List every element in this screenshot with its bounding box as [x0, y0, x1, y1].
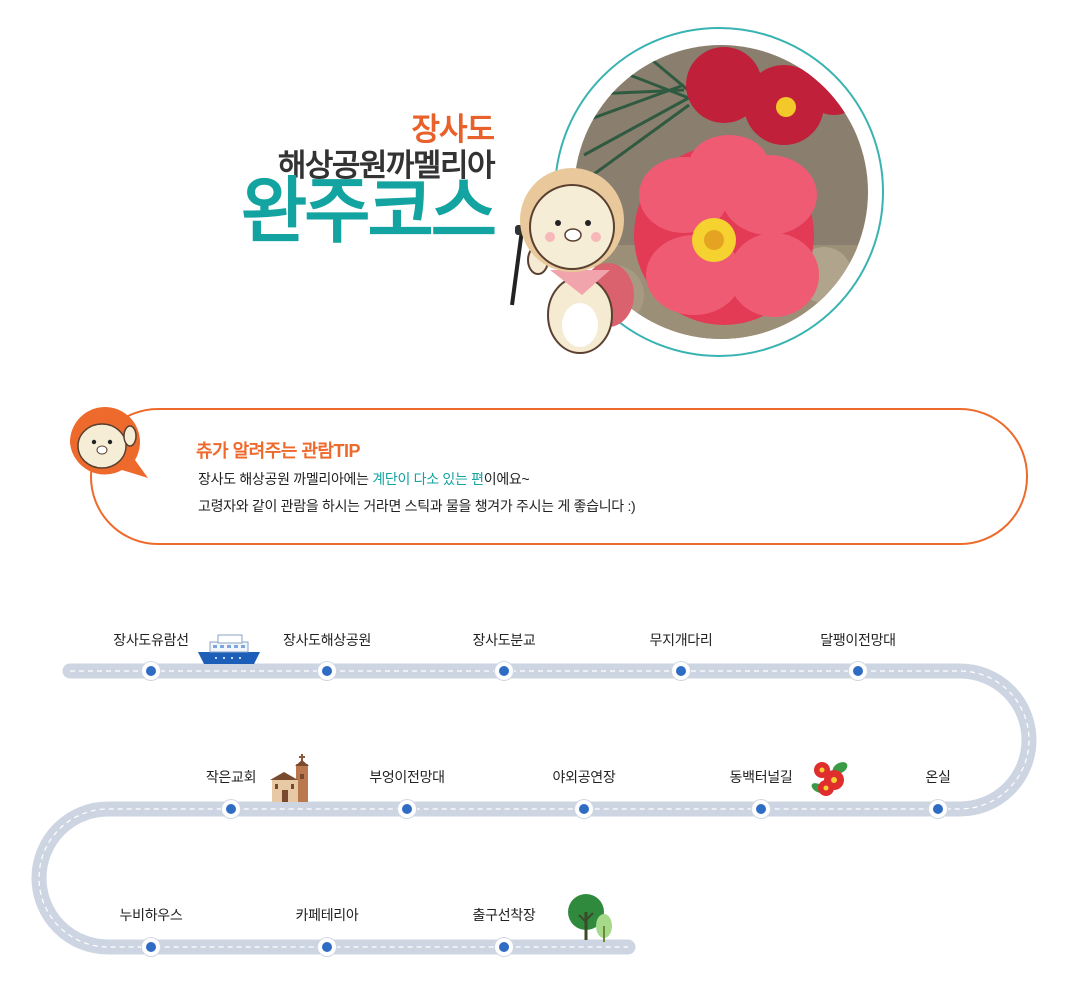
route-stop-dot — [575, 800, 593, 818]
tip-box — [90, 408, 1028, 545]
route-stop-dot — [495, 938, 513, 956]
tree-icon — [566, 892, 614, 944]
tip-text-line2: 고령자와 같이 관람을 하시는 거라면 스틱과 물을 챙겨가 주시는 게 좋습니… — [198, 498, 636, 514]
route-stop-label: 카페테리아 — [295, 907, 359, 923]
tip-title: 츄가 알려주는 관람TIP — [196, 441, 360, 461]
route-stop-label: 장사도분교 — [472, 632, 536, 648]
route-stop-label: 누비하우스 — [119, 907, 183, 923]
route-stop-label: 동백터널길 — [729, 769, 793, 785]
route-stop-dot — [672, 662, 690, 680]
route-stop-dot — [849, 662, 867, 680]
title-location: 장사도 — [411, 112, 495, 147]
route-stop-label: 야외공연장 — [552, 769, 616, 785]
route-stop-label: 출구선착장 — [472, 907, 536, 923]
route-stop-label: 장사도해상공원 — [282, 632, 372, 648]
mascot-avatar-icon — [60, 398, 150, 488]
route-stop-label: 온실 — [925, 769, 951, 785]
church-icon — [268, 754, 312, 802]
route-stop-label: 부엉이전망대 — [369, 769, 445, 785]
boat-icon — [196, 632, 262, 666]
tip-highlight: 계단이 다소 있는 편 — [372, 471, 484, 487]
route-stop-label: 장사도유람선 — [113, 632, 189, 648]
title-park-name: 해상공원까멜리아 — [277, 148, 496, 183]
route-stop-label: 작은교회 — [205, 769, 257, 785]
camellia-flower-icon — [810, 758, 850, 800]
route-stop-dot — [929, 800, 947, 818]
route-stop-dot — [752, 800, 770, 818]
route-stop-dot — [398, 800, 416, 818]
tip-text-line1: 장사도 해상공원 까멜리아에는 계단이 다소 있는 편이에요~ — [198, 471, 530, 487]
route-stop-dot — [222, 800, 240, 818]
route-stop-dot — [142, 938, 160, 956]
route-stop-label: 무지개다리 — [649, 632, 713, 648]
mascot-character — [500, 165, 640, 360]
route-stop-dot — [318, 662, 336, 680]
route-stop-label: 달팽이전망대 — [820, 632, 896, 648]
route-stop-dot — [495, 662, 513, 680]
page-title: 완주코스 — [241, 172, 497, 252]
route-stop-dot — [318, 938, 336, 956]
route-stop-dot — [142, 662, 160, 680]
